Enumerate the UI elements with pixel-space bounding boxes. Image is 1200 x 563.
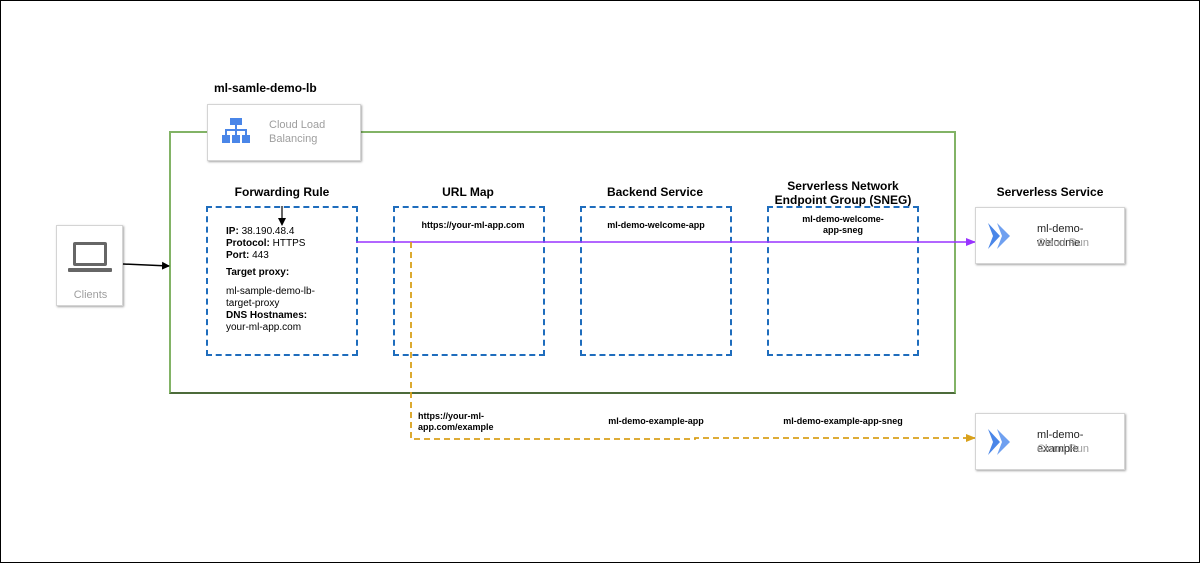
clients-card[interactable]: Clients [56,225,123,306]
target-proxy-line2: target-proxy [226,298,280,309]
serverless-service-title: Serverless Service [996,185,1104,199]
welcome-sneg-line2: app-sneg [822,225,863,235]
cloud-run-icon [988,223,1010,249]
target-proxy-line1: ml-sample-demo-lb- [226,286,315,297]
protocol-label: Protocol: [226,238,270,249]
load-balancer-name: ml-samle-demo-lb [214,81,317,95]
sneg-title-line1: Serverless Network [787,179,899,193]
welcome-url-label: https://your-ml-app.com [421,220,525,230]
cloud-run-icon [988,429,1010,455]
forwarding-rule-title: Forwarding Rule [234,185,330,199]
example-backend-label: ml-demo-example-app [608,416,704,426]
sneg-title-line2: Endpoint Group (SNEG) [774,193,912,207]
dns-value: your-ml-app.com [226,322,302,333]
example-url-line2: app.com/example [418,422,494,432]
protocol-value: HTTPS [272,238,306,249]
welcome-service-type: Cloud Run [1037,237,1089,249]
example-route-arrow [410,242,976,442]
welcome-service-name: ml-demo-welcome [1037,223,1084,249]
welcome-backend-label: ml-demo-welcome-app [607,220,705,230]
url-map-title: URL Map [442,185,494,199]
clients-to-lb-arrow [122,261,170,270]
welcome-cloud-run-card[interactable]: ml-demo-welcome Cloud Run [975,207,1125,264]
forwarding-rule-details: IP: 38.190.48.4 Protocol: HTTPS Port: 44… [226,226,354,334]
backend-service-box[interactable] [580,206,732,356]
ip-label: IP: [226,226,239,237]
clients-label: Clients [73,289,108,301]
load-balancer-group [169,131,956,394]
target-proxy-label: Target proxy: [226,267,290,278]
example-cloud-run-card[interactable]: ml-demo-example Cloud Run [975,413,1125,470]
laptop-icon [68,242,112,272]
port-value: 443 [252,250,269,261]
cloud-load-line1: Cloud Load [269,119,326,131]
ip-value: 38.190.48.4 [241,226,295,237]
sneg-box[interactable] [767,206,919,356]
cloud-load-balancing-card[interactable]: Cloud Load Balancing [207,104,361,161]
example-url-line1: https://your-ml- [418,411,484,421]
load-balancing-icon [222,118,250,143]
cloud-load-line2: Balancing [269,133,318,145]
example-service-name: ml-demo-example [1037,429,1084,455]
welcome-sneg-line1: ml-demo-welcome- [802,214,884,224]
port-label: Port: [226,250,250,261]
url-map-box[interactable] [393,206,545,356]
example-service-type: Cloud Run [1037,443,1089,455]
example-sneg-label: ml-demo-example-app-sneg [783,416,903,426]
dns-label: DNS Hostnames: [226,310,308,321]
backend-service-title: Backend Service [606,185,704,199]
